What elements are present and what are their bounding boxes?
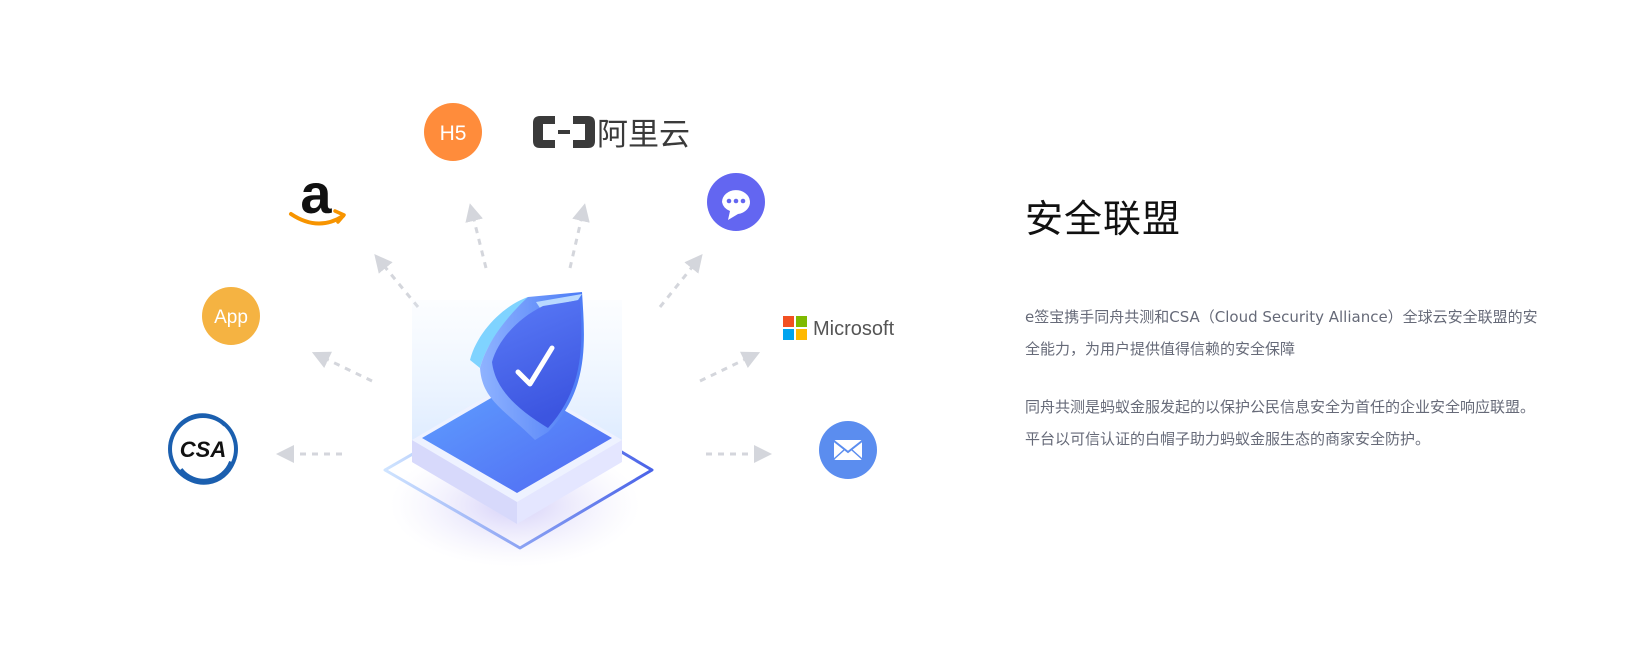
chat-bubble-icon [722,190,750,220]
app-badge-label: App [214,307,248,328]
h5-badge-label: H5 [440,122,467,145]
arrow-up-left [374,254,420,308]
envelope-icon [833,440,863,460]
microsoft-wordmark: Microsoft [813,318,895,340]
alliance-description: e签宝携手同舟共测和CSA（Cloud Security Alliance）全球… [1025,308,1538,358]
microsoft-logo: Microsoft [783,316,895,340]
aliyun-bracket-logo-icon [533,116,595,148]
svg-text:a: a [300,162,332,225]
arrow-up-2 [568,203,590,269]
security-illustration: H5 阿里云 a [168,103,895,567]
csa-badge-label: CSA [180,437,226,462]
arrow-left-up [311,351,373,383]
arrow-up-right [658,253,703,308]
arrow-up-1 [465,203,488,269]
radiating-arrows [276,203,772,463]
alliance-text-panel: 安全联盟 e签宝携手同舟共测和CSA（Cloud Security Allian… [1025,195,1545,455]
amazon-logo-icon: a [289,162,346,226]
microsoft-windows-logo-icon [783,316,807,340]
tongzhou-description: 同舟共测是蚂蚁金服发起的以保护公民信息安全为首任的企业安全响应联盟。平台以可信认… [1025,398,1536,448]
arrow-right-up [699,351,761,383]
aliyun-logo: 阿里云 [533,116,690,152]
section-title: 安全联盟 [1025,197,1182,241]
csa-badge: CSA [168,413,238,485]
aliyun-wordmark: 阿里云 [597,117,690,152]
shield-platform [383,300,654,567]
chat-badge [707,173,765,231]
mail-badge [819,421,877,479]
h5-badge: H5 [424,103,482,161]
app-badge: App [202,287,260,345]
shield-check-icon [470,292,584,440]
